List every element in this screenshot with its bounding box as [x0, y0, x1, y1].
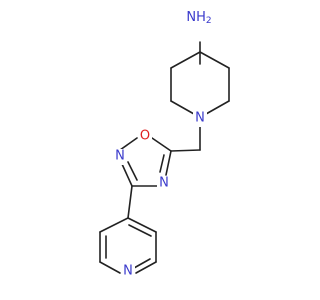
- bond-c2-n1: [170, 100, 195, 115]
- bond-py6-npy-double: [133, 258, 151, 269]
- oxadiazole-o-mask: [138, 129, 152, 145]
- pyridine-n-label: N: [123, 264, 133, 279]
- bond-c3ox-py4: [127, 185, 133, 219]
- molecule-canvas: NH2 N O N N N: [99, 8, 230, 280]
- bond-py2-npy: [99, 261, 121, 274]
- bond-o1-n2: [119, 137, 138, 151]
- bonds: [99, 41, 230, 274]
- structure-diagram: NH2 N O N N N: [99, 8, 230, 280]
- pyridine-n-mask: [121, 264, 135, 280]
- bond-py4-py5: [127, 217, 157, 233]
- bond-py4-py5-double: [128, 224, 152, 237]
- bond-ch2-c5ox: [170, 149, 201, 152]
- bond-c6-n1: [205, 100, 230, 115]
- bond-n2-c3ox-double: [127, 161, 138, 181]
- oxadiazole-n4-label: N: [159, 176, 169, 191]
- bond-py4-py3: [99, 217, 129, 233]
- bond-n4-c5ox: [165, 150, 172, 176]
- bond-n2-c3ox: [121, 163, 133, 187]
- oxadiazole-n2-mask: [113, 149, 127, 165]
- oxadiazole-n2-label: N: [115, 149, 125, 164]
- nh2-text: NH: [186, 10, 206, 25]
- oxadiazole-o-label: O: [140, 129, 150, 144]
- bond-py6-npy: [135, 261, 157, 274]
- piperidine-n-mask: [193, 111, 207, 127]
- nh2-subscript: 2: [206, 16, 212, 26]
- bond-n4-c5ox-double: [159, 154, 165, 173]
- bond-c5ox-o1: [151, 137, 172, 152]
- atom-labels: NH2 N O N N N: [113, 8, 216, 280]
- nh2-mask: [186, 8, 216, 28]
- piperidine-n-label: N: [195, 111, 205, 126]
- bond-c4-c3a: [170, 51, 201, 69]
- bond-c4-c5: [199, 51, 230, 69]
- nh2-label: NH2: [186, 10, 211, 27]
- oxadiazole-n4-mask: [157, 176, 171, 192]
